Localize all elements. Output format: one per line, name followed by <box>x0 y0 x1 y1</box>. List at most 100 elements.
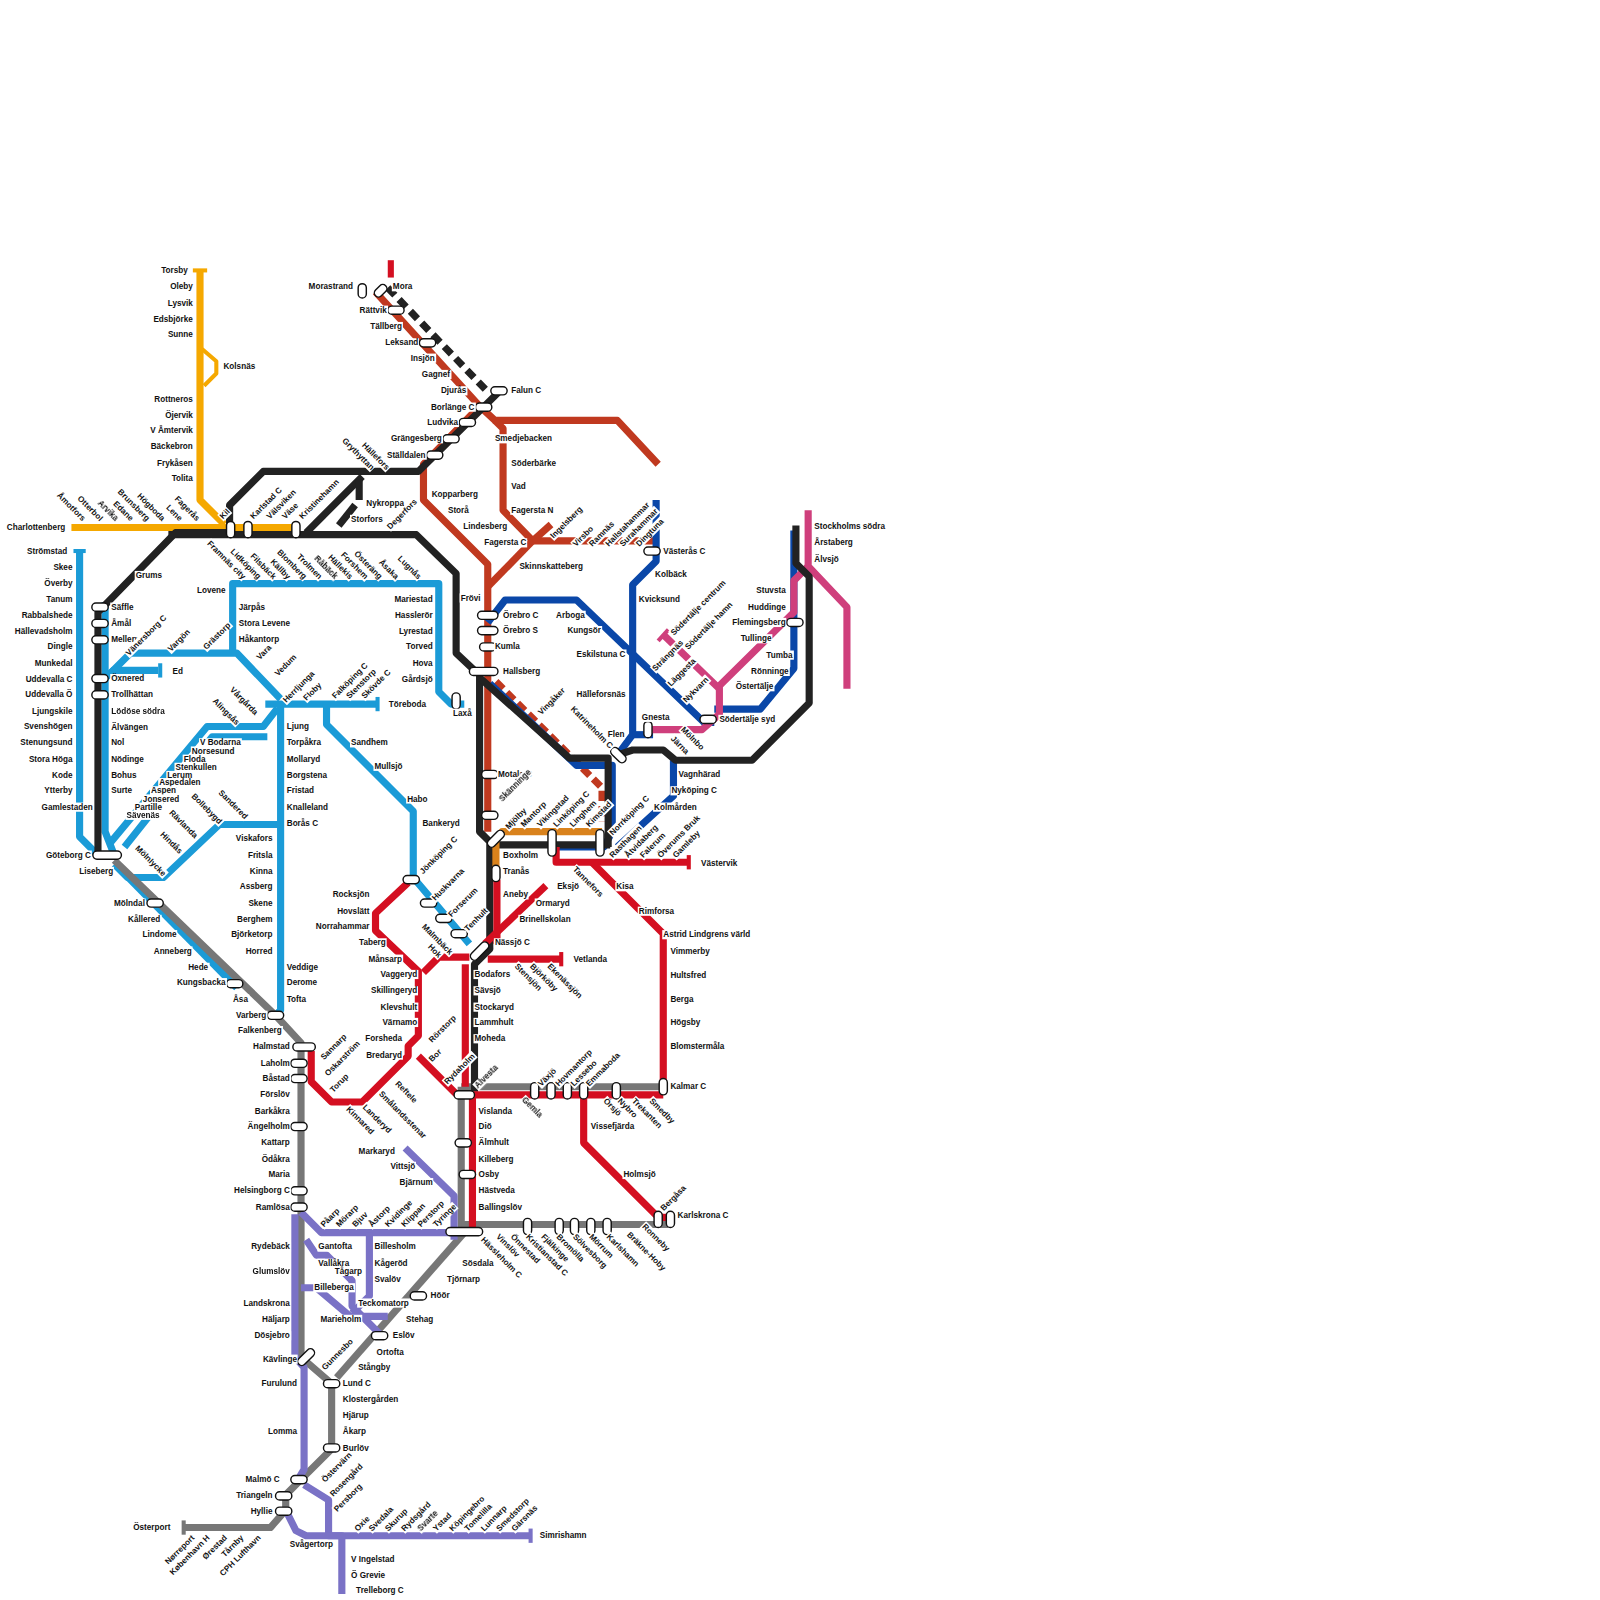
rail-line <box>376 697 380 711</box>
rail-line <box>592 862 663 1094</box>
station-label: Billesholm <box>373 1242 416 1251</box>
station-label: Grums <box>135 571 163 580</box>
station-label: Reftele <box>393 1078 420 1105</box>
station-label: Assberg <box>239 882 274 891</box>
station-label: Rabbalshede <box>21 611 74 620</box>
station-label: Helsingborg C <box>233 1186 291 1195</box>
station-label: Säffle <box>110 603 134 612</box>
station-label: Stuvsta <box>755 586 787 595</box>
interchange-marker <box>482 811 498 819</box>
station-label: Horred <box>245 946 274 955</box>
station-label: Rimforsa <box>638 907 675 916</box>
station-label: Vagnhärad <box>678 770 722 779</box>
station-label: Ortofta <box>376 1347 405 1356</box>
station-label: Insjön <box>410 354 436 363</box>
station-label: Gagnef <box>421 370 451 379</box>
station-label: Älvängen <box>110 723 149 732</box>
station-label: Töreboda <box>388 699 427 708</box>
rail-line <box>182 1520 186 1534</box>
station-label: Vaggeryd <box>380 970 419 979</box>
rail-line <box>295 1214 304 1479</box>
rail-line <box>687 855 691 869</box>
interchange-marker <box>469 667 498 675</box>
station-label: Liseberg <box>78 867 114 876</box>
interchange-marker <box>469 940 491 962</box>
rail-line <box>388 260 394 277</box>
station-label: Hova <box>412 659 434 668</box>
station-label: Lovene <box>196 586 227 595</box>
station-label: Billeberga <box>313 1283 355 1292</box>
station-label: Ljung <box>286 722 310 731</box>
station-label: Mölnlycke <box>133 843 169 879</box>
station-label: Hällevadsholm <box>14 627 74 636</box>
station-label: Habo <box>406 794 428 803</box>
station-label: Hindås <box>158 829 185 856</box>
station-label: Gamlestaden <box>41 803 94 812</box>
station-label: Trollhättan <box>110 690 154 699</box>
station-label: Flen <box>607 730 626 739</box>
interchange-marker <box>371 1332 387 1340</box>
rail-line <box>98 533 230 855</box>
interchange-marker <box>227 521 235 537</box>
station-label: Öjervik <box>164 411 194 420</box>
station-label: Sävsjö <box>473 986 501 995</box>
interchange-marker <box>291 1059 307 1067</box>
rail-line <box>337 1233 465 1378</box>
interchange-marker <box>292 521 300 537</box>
station-label: Östertälje <box>735 682 775 691</box>
station-label: Charlottenberg <box>6 523 67 532</box>
station-label: Fagersta C <box>483 538 527 547</box>
station-label: Nyköping C <box>670 786 717 795</box>
station-label: Hallsberg <box>502 667 541 676</box>
station-label: Västerås C <box>662 546 706 555</box>
station-label: Häljarp <box>261 1315 291 1324</box>
station-label: Öxnered <box>110 674 145 683</box>
station-label: Klostergården <box>342 1394 399 1403</box>
rail-line <box>617 526 809 761</box>
rail-line <box>202 349 216 386</box>
station-label: Knalleland <box>286 803 329 812</box>
rail-line <box>584 1095 669 1217</box>
station-label: Huddinge <box>747 603 787 612</box>
rail-line <box>461 1221 668 1228</box>
station-label: Holmsjö <box>622 1170 656 1179</box>
station-label: Stångby <box>357 1363 391 1372</box>
interchange-marker <box>478 611 498 619</box>
station-label: Vissefjärda <box>590 1122 635 1131</box>
station-label: Hasslerör <box>394 611 434 620</box>
interchange-marker <box>787 618 803 626</box>
interchange-marker <box>323 1444 339 1452</box>
station-label: Glumslöv <box>252 1267 291 1276</box>
interchange-marker <box>548 830 556 857</box>
rail-line <box>458 1087 465 1230</box>
station-label: Aneby <box>502 890 529 899</box>
rail-line <box>233 584 465 704</box>
interchange-marker <box>291 1122 307 1130</box>
station-label: Karlskrona C <box>677 1211 730 1220</box>
rail-line <box>474 671 489 1091</box>
station-label: Taberg <box>358 938 387 947</box>
station-label: Lödöse södra <box>110 707 166 716</box>
station-label: Kungsbacka <box>176 978 227 987</box>
station-label: Tenhult <box>462 906 490 934</box>
interchange-marker <box>659 1079 667 1095</box>
rail-line <box>469 1097 476 1230</box>
station-label: Järpås <box>238 603 266 612</box>
station-label: Årstaberg <box>813 538 854 547</box>
station-label: Eslöv <box>392 1331 416 1340</box>
station-label: Ställdalen <box>386 451 427 460</box>
rail-line <box>648 566 808 729</box>
station-label: Arboga <box>555 611 586 620</box>
station-label: Kolmården <box>653 803 698 812</box>
station-label: Torpåkra <box>286 738 322 747</box>
rail-line <box>73 549 85 553</box>
station-label: Skillingeryd <box>370 986 418 995</box>
interchange-marker <box>644 721 652 737</box>
rail-line <box>168 535 487 672</box>
station-label: Svågertorp <box>289 1540 334 1549</box>
station-label: Rocksjön <box>332 890 371 899</box>
station-label: Norrahammar <box>315 922 371 931</box>
station-label: Ljungskile <box>31 707 73 716</box>
station-label: Berga <box>669 994 694 1003</box>
